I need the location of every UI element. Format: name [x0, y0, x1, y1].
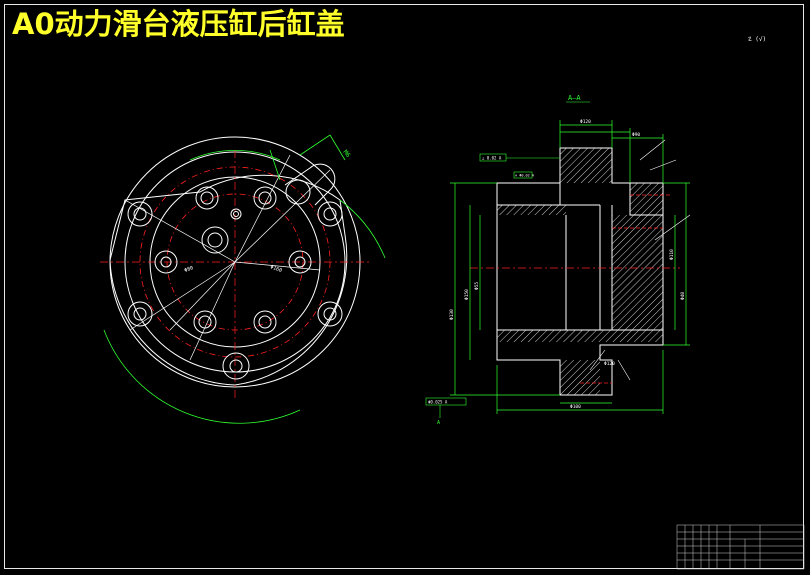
- dimension-arcs: [103, 134, 386, 424]
- tol-frame-1: ⊥ 0.02 A: [482, 156, 502, 161]
- bolt-holes: [127, 186, 343, 380]
- dim-top-2: Φ90: [632, 132, 640, 138]
- dim-right-2: Φ110: [669, 249, 675, 260]
- hatching: [497, 148, 663, 395]
- dim-left-3: Φ55: [474, 282, 480, 290]
- drawing-title: A0动力滑台液压缸后缸盖: [12, 7, 345, 41]
- dim-text-1: Φ80: [184, 265, 195, 274]
- tol-frame-2: ⊙ Φ0.02 A: [515, 174, 535, 178]
- section-label: A—A: [568, 94, 581, 102]
- dim-text-2: Φ160: [269, 264, 282, 274]
- section-view: A—A: [425, 94, 691, 426]
- dim-top-1: Φ120: [580, 119, 591, 125]
- port-boss: [284, 163, 336, 206]
- dim-bottom-1: Φ100: [570, 404, 581, 410]
- sheet-border: [4, 4, 804, 569]
- dim-right-1: Φ40: [680, 292, 686, 300]
- tol-frame-3: Φ0.025 A: [428, 400, 448, 405]
- section-dimensions: [450, 120, 690, 414]
- roughness-note: ☡ (√): [748, 36, 767, 43]
- dim-left-2: Φ150: [464, 289, 470, 300]
- title-block-grid: [676, 524, 805, 570]
- datum-label: A: [437, 420, 440, 426]
- tolerance-frames: ⊥ 0.02 A ⊙ Φ0.02 A Φ0.025 A A: [425, 153, 560, 426]
- dim-bottom-2: Φ120: [604, 361, 615, 367]
- flange-outline: [109, 174, 348, 386]
- leader-lines: [124, 154, 331, 361]
- dim-text-3: M6: [341, 149, 351, 159]
- dim-left-1: Φ130: [449, 309, 455, 320]
- end-view: Φ80 Φ160 M6: [100, 134, 386, 424]
